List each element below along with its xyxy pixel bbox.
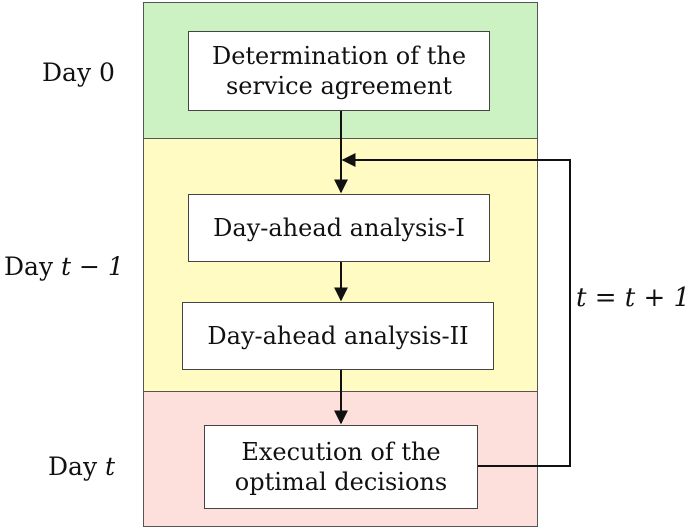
execution-box: Execution of the optimal decisions	[204, 425, 478, 509]
analysis-1-box: Day-ahead analysis-I	[188, 194, 490, 262]
day-t-minus-1-label: Day t − 1	[4, 252, 124, 281]
analysis-2-box: Day-ahead analysis-II	[182, 302, 494, 370]
loop-arrow	[341, 153, 571, 467]
day-t-label: Day t	[48, 452, 116, 481]
service-agreement-box: Determination of the service agreement	[188, 31, 490, 111]
loop-label: t = t + 1	[576, 283, 691, 313]
day0-label: Day 0	[42, 58, 115, 87]
